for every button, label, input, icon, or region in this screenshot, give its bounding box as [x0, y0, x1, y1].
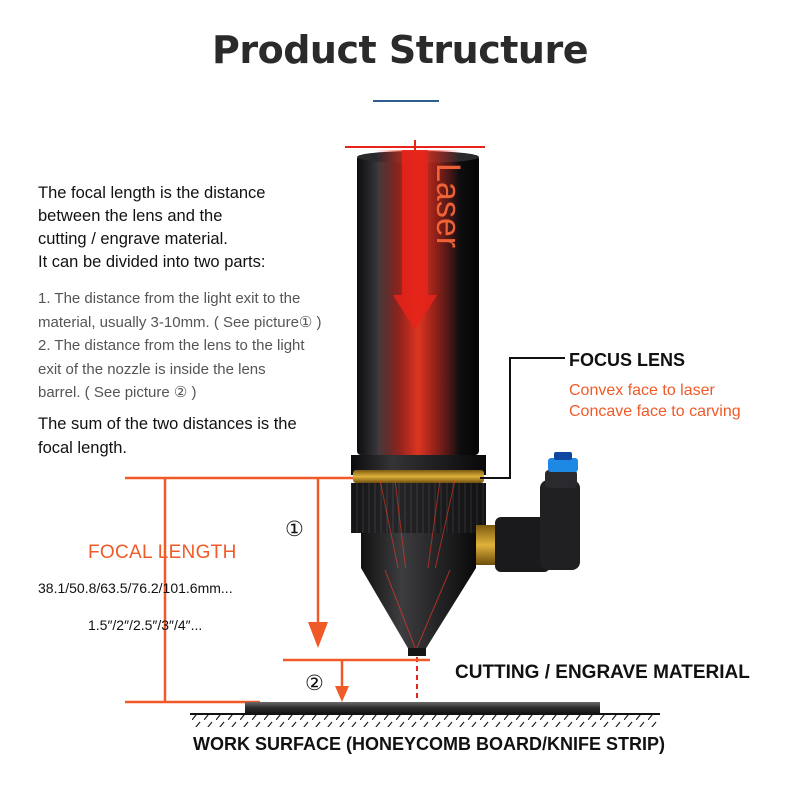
intro-line: The focal length is the distance	[38, 184, 266, 202]
title-underline	[373, 100, 439, 102]
intro-line: It can be divided into two parts:	[38, 253, 266, 271]
focus-lens-note-line: Concave face to carving	[569, 403, 741, 420]
fitting-cap	[548, 458, 578, 472]
marker-part-2: ②	[305, 672, 324, 695]
point-1-line: 1. The distance from the light exit to t…	[38, 290, 301, 307]
point-2-line: barrel. ( See picture ② )	[38, 384, 197, 401]
focal-length-label: FOCAL LENGTH	[88, 542, 237, 563]
sum-text: The sum of the two distances is the foca…	[38, 412, 368, 460]
focal-sizes-inch: 1.5″/2″/2.5″/3″/4″...	[88, 617, 203, 633]
material-label: CUTTING / ENGRAVE MATERIAL	[455, 662, 750, 683]
focus-lens-pointer	[480, 357, 565, 479]
sum-line: The sum of the two distances is the	[38, 415, 297, 433]
point-2-line: exit of the nozzle is inside the lens	[38, 360, 266, 378]
laser-arrow	[393, 150, 437, 330]
nozzle	[361, 568, 476, 650]
laser-label: Laser	[429, 163, 467, 248]
work-surface-label: WORK SURFACE (HONEYCOMB BOARD/KNIFE STRI…	[193, 734, 665, 754]
arrow-part-1	[308, 622, 328, 648]
material-plate	[245, 702, 600, 714]
point-2-line: 2. The distance from the lens to the lig…	[38, 337, 305, 354]
sum-line: focal length.	[38, 439, 127, 457]
focus-lens-title: FOCUS LENS	[569, 350, 686, 370]
marker-part-1: ①	[285, 518, 304, 541]
focus-lens-note-line: Convex face to laser	[569, 382, 715, 399]
intro-line: between the lens and the	[38, 207, 223, 225]
elbow-fitting	[495, 517, 550, 572]
arrow-part-2	[335, 686, 349, 702]
focus-lens-note: Convex face to laser Concave face to car…	[569, 380, 741, 422]
intro-line: cutting / engrave material.	[38, 230, 228, 248]
intro-text: The focal length is the distance between…	[38, 182, 338, 274]
page-title: Product Structure	[212, 28, 588, 72]
point-1-line: material, usually 3-10mm. ( See picture①…	[38, 313, 322, 331]
points-list: 1. The distance from the light exit to t…	[38, 287, 368, 405]
work-surface-hatch	[190, 715, 660, 727]
brass-connector	[476, 525, 498, 565]
focus-lens-ring	[353, 470, 484, 483]
focal-sizes-mm: 38.1/50.8/63.5/76.2/101.6mm...	[38, 580, 233, 596]
